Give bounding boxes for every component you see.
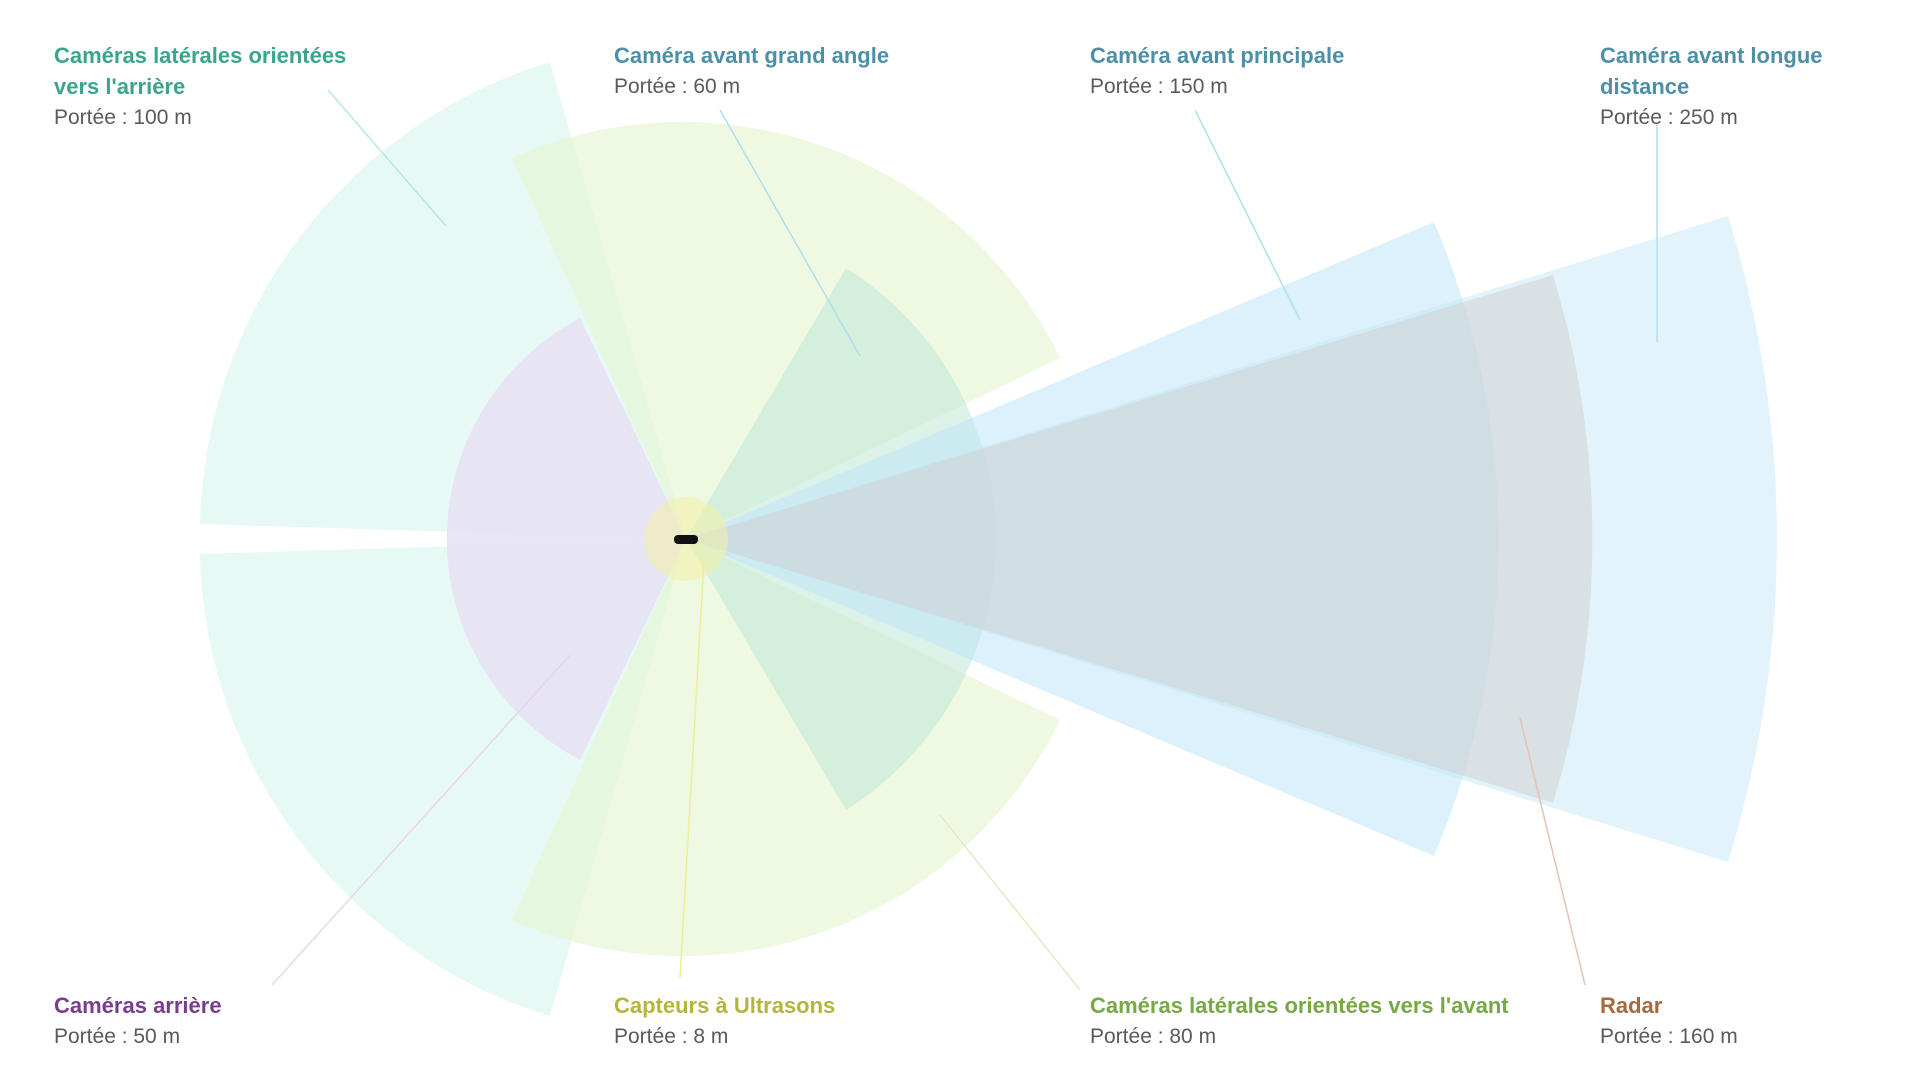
label-range: Portée : 80 m: [1090, 1025, 1217, 1048]
label-range: Portée : 160 m: [1600, 1025, 1738, 1048]
side-front-camera-zone-upper: [512, 121, 1060, 539]
leader-line-ultrasonic: [679, 559, 705, 979]
label-range: Portée : 50 m: [54, 1025, 181, 1048]
label-long-range-camera: Caméra avant longue distance Portée : 25…: [1600, 40, 1860, 133]
label-title: Radar: [1600, 993, 1663, 1018]
label-wide-angle-camera: Caméra avant grand angle Portée : 60 m: [614, 40, 974, 102]
leader-line-side-rear: [327, 89, 447, 227]
rear-camera-zone: [446, 318, 686, 760]
label-title: Caméras latérales orientées vers l'avant: [1090, 993, 1509, 1018]
label-title: Caméra avant longue distance: [1600, 43, 1823, 99]
label-range: Portée : 100 m: [54, 106, 192, 129]
side-front-camera-zone-lower: [512, 539, 1060, 957]
label-title: Caméra avant grand angle: [614, 43, 890, 68]
leader-line-rear: [271, 654, 571, 986]
label-radar: Radar Portée : 160 m: [1600, 990, 1860, 1052]
label-ultrasonic-sensors: Capteurs à Ultrasons Portée : 8 m: [614, 990, 974, 1052]
label-side-front-cameras: Caméras latérales orientées vers l'avant…: [1090, 990, 1560, 1052]
label-side-rear-cameras: Caméras latérales orientées vers l'arriè…: [54, 40, 384, 133]
leader-line-radar: [1519, 717, 1586, 986]
label-range: Portée : 8 m: [614, 1025, 729, 1048]
label-title: Caméras latérales orientées vers l'arriè…: [54, 43, 347, 99]
leader-line-wide: [719, 109, 861, 357]
label-rear-cameras: Caméras arrière Portée : 50 m: [54, 990, 384, 1052]
label-title: Capteurs à Ultrasons: [614, 993, 836, 1018]
leader-line-main: [1194, 109, 1301, 321]
car-icon: [674, 535, 698, 544]
label-range: Portée : 150 m: [1090, 75, 1228, 98]
label-title: Caméra avant principale: [1090, 43, 1345, 68]
leader-line-side-front: [939, 814, 1081, 991]
label-main-camera: Caméra avant principale Portée : 150 m: [1090, 40, 1450, 102]
radar-zone: [686, 275, 1593, 803]
label-title: Caméras arrière: [54, 993, 222, 1018]
label-range: Portée : 60 m: [614, 75, 741, 98]
label-range: Portée : 250 m: [1600, 106, 1738, 129]
